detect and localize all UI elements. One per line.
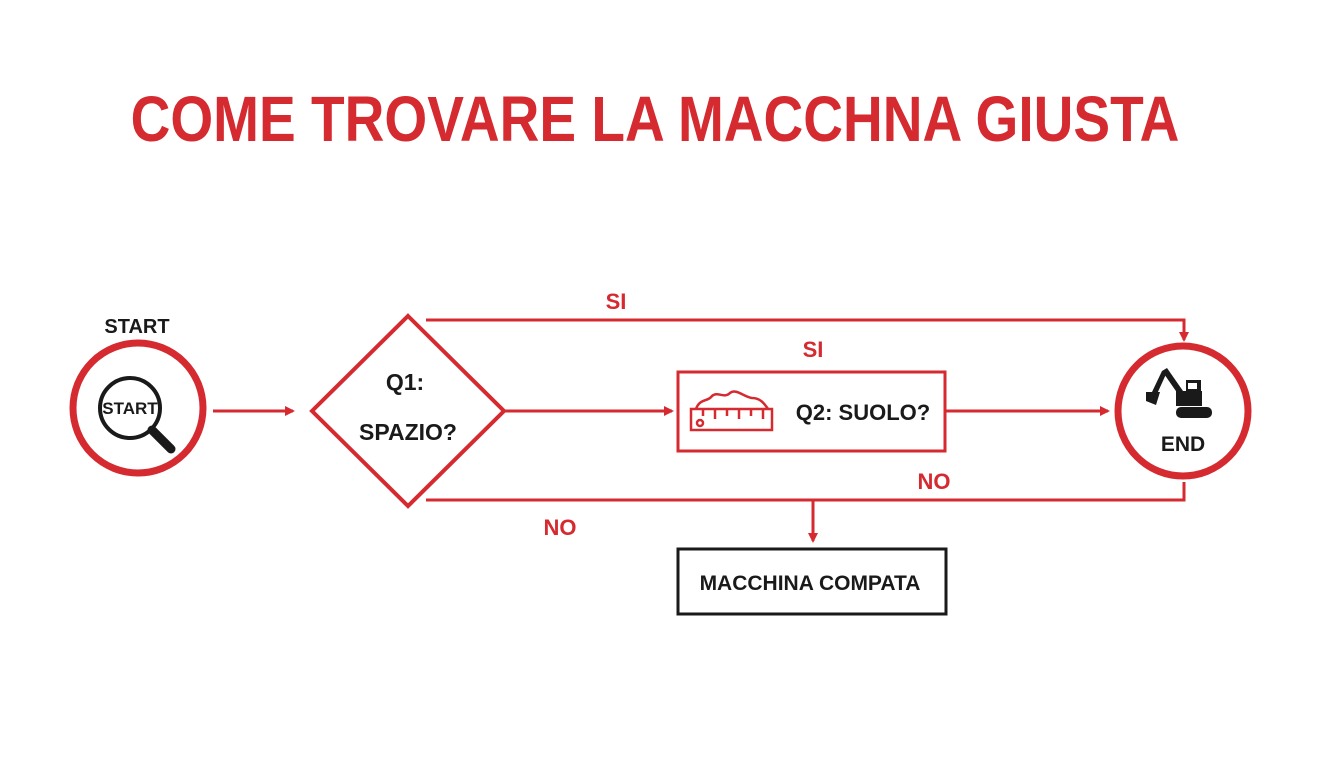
edge-q1-yes-end [426,318,1189,342]
end-label: END [1161,433,1205,456]
magnifier-icon [98,376,176,454]
q1-label-line1: Q1: [386,369,424,395]
compact-machine-node [676,547,948,616]
start-node [69,339,207,477]
diagram-title: COME TROVARE LA MACCHNA GIUSTA [130,83,1180,155]
start-inner-label: START [102,399,158,418]
q1-label-line2: SPAZIO? [359,419,457,445]
q1-decision-node [309,313,507,509]
q2-label: Q2: SUOLO? [796,400,930,425]
edge-q2-no-line [426,482,1186,502]
edge-label-q1-no: NO [544,515,577,540]
edge-label-q2-no: NO [918,469,951,494]
edge-label-q1-yes: SI [606,289,627,314]
excavator-icon [1146,368,1212,418]
edge-label-q2-yes: SI [803,337,824,362]
start-label: START [104,316,169,338]
soil-ruler-icon [689,390,774,432]
q2-decision-node [676,370,947,453]
compact-machine-label: MACCHINA COMPATA [700,572,921,595]
